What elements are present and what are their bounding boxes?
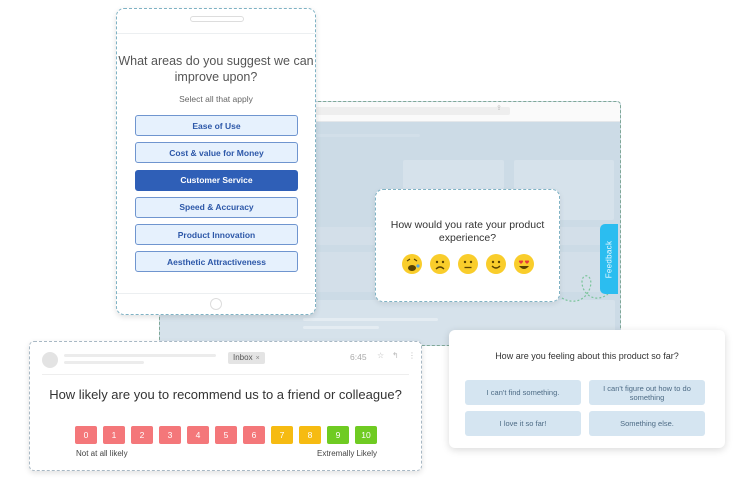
- nps-score-1[interactable]: 1: [103, 426, 125, 444]
- share-icon: ⇪: [496, 105, 502, 112]
- nps-score-2[interactable]: 2: [131, 426, 153, 444]
- option-speed-accuracy[interactable]: Speed & Accuracy: [135, 196, 298, 218]
- feedback-tab-label: Feedback: [604, 240, 614, 278]
- option-cant-figure-out[interactable]: I can't figure out how to do something: [589, 380, 705, 405]
- rating-survey-card: How would you rate your product experien…: [375, 189, 560, 302]
- close-icon[interactable]: ×: [255, 355, 260, 362]
- nps-score-4[interactable]: 4: [187, 426, 209, 444]
- option-something-else[interactable]: Something else.: [589, 411, 705, 436]
- nps-score-0[interactable]: 0: [75, 426, 97, 444]
- heart-eyes-face-icon[interactable]: [514, 254, 534, 274]
- feeling-question: How are you feeling about this product s…: [495, 351, 679, 361]
- neutral-face-icon[interactable]: [458, 254, 478, 274]
- placeholder-line: [303, 326, 379, 329]
- rating-question: How would you rate your product experien…: [390, 219, 545, 244]
- inbox-badge-label: Inbox: [233, 353, 253, 362]
- subject-placeholder: [64, 361, 144, 364]
- divider: [42, 374, 409, 375]
- divider: [117, 33, 315, 34]
- nps-scale: 0 1 2 3 4 5 6 7 8 9 10: [75, 426, 377, 444]
- smiling-face-icon[interactable]: [486, 254, 506, 274]
- option-cant-find[interactable]: I can't find something.: [465, 380, 581, 405]
- emoji-rating-row: [402, 254, 534, 274]
- option-ease-of-use[interactable]: Ease of Use: [135, 115, 298, 136]
- email-time: 6:45: [350, 352, 367, 362]
- option-aesthetic[interactable]: Aesthetic Attractiveness: [135, 251, 298, 273]
- mobile-survey-card: What areas do you suggest we can improve…: [116, 8, 316, 315]
- email-nps-card: Inbox× 6:45 ☆ ↰ ⋮ How likely are you to …: [29, 341, 422, 471]
- option-list: Ease of Use Cost & value for Money Custo…: [135, 115, 298, 279]
- home-button: [210, 298, 222, 310]
- nps-question: How likely are you to recommend us to a …: [49, 387, 402, 402]
- option-cost-value[interactable]: Cost & value for Money: [135, 142, 298, 164]
- crying-face-icon[interactable]: [402, 254, 422, 274]
- nps-score-3[interactable]: 3: [159, 426, 181, 444]
- inbox-badge[interactable]: Inbox×: [228, 352, 265, 364]
- option-product-innovation[interactable]: Product Innovation: [135, 224, 298, 246]
- feedback-tab[interactable]: Feedback: [600, 224, 618, 294]
- placeholder-line: [303, 318, 438, 321]
- feeling-options: I can't find something. I can't figure o…: [465, 380, 705, 436]
- nps-low-label: Not at all likely: [76, 449, 128, 458]
- sender-placeholder: [64, 354, 216, 357]
- feeling-survey-card: How are you feeling about this product s…: [449, 330, 725, 448]
- survey-instruction: Select all that apply: [179, 94, 253, 104]
- nps-score-5[interactable]: 5: [215, 426, 237, 444]
- more-icon[interactable]: ⋮: [408, 351, 416, 360]
- divider: [117, 293, 315, 294]
- phone-speaker: [190, 16, 244, 22]
- star-icon[interactable]: ☆: [377, 351, 385, 360]
- avatar: [42, 352, 58, 368]
- nps-high-label: Extremally Likely: [316, 449, 377, 458]
- frowning-face-icon[interactable]: [430, 254, 450, 274]
- nps-score-9[interactable]: 9: [327, 426, 349, 444]
- nps-score-6[interactable]: 6: [243, 426, 265, 444]
- address-bar: [190, 107, 510, 115]
- nps-score-8[interactable]: 8: [299, 426, 321, 444]
- squiggle-decoration: [561, 275, 609, 302]
- survey-question: What areas do you suggest we can improve…: [118, 54, 314, 84]
- nps-score-10[interactable]: 10: [355, 426, 377, 444]
- nps-score-7[interactable]: 7: [271, 426, 293, 444]
- option-love-it[interactable]: I love it so far!: [465, 411, 581, 436]
- reply-icon[interactable]: ↰: [392, 351, 399, 360]
- option-customer-service[interactable]: Customer Service: [135, 169, 298, 191]
